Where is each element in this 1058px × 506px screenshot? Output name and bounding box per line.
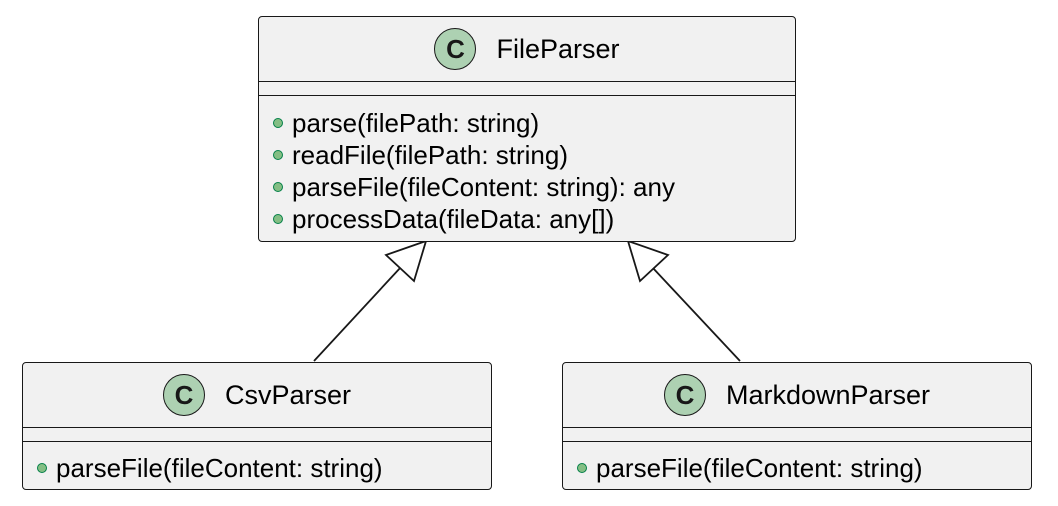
class-stereotype-icon: C [434, 28, 477, 70]
public-method-icon [273, 150, 283, 160]
public-method-icon [273, 182, 283, 192]
fileparser-class[interactable]: C FileParser parse(filePath: string) rea… [258, 16, 796, 242]
attributes-divider [23, 427, 491, 428]
markdownparser-name: MarkdownParser [725, 379, 931, 410]
csvparser-methods: parseFile(fileContent: string) [37, 452, 481, 484]
markdownparser-class[interactable]: C MarkdownParser parseFile(fileContent: … [562, 362, 1032, 490]
markdownparser-inheritance-arrowhead [626, 239, 670, 283]
method-row: parse(filePath: string) [273, 107, 785, 139]
method-signature: parseFile(fileContent: string) [596, 452, 923, 483]
markdownparser-header: C MarkdownParser [563, 363, 1031, 427]
method-signature: readFile(filePath: string) [292, 139, 568, 170]
csvparser-header: C CsvParser [23, 363, 491, 427]
attributes-divider [563, 427, 1031, 428]
csvparser-name: CsvParser [224, 379, 352, 410]
fileparser-name: FileParser [496, 33, 620, 64]
markdownparser-inheritance-line [651, 266, 741, 362]
methods-divider [259, 95, 795, 96]
method-signature: processData(fileData: any[]) [292, 203, 615, 234]
method-signature: parseFile(fileContent: string): any [292, 171, 675, 202]
attributes-divider [259, 81, 795, 82]
csvparser-class[interactable]: C CsvParser parseFile(fileContent: strin… [22, 362, 492, 490]
method-row: readFile(filePath: string) [273, 139, 785, 171]
method-row: processData(fileData: any[]) [273, 203, 785, 235]
public-method-icon [37, 463, 47, 473]
public-method-icon [577, 463, 587, 473]
method-row: parseFile(fileContent: string) [577, 452, 1021, 484]
class-stereotype-icon: C [663, 374, 706, 416]
method-row: parseFile(fileContent: string): any [273, 171, 785, 203]
fileparser-methods: parse(filePath: string) readFile(filePat… [273, 107, 785, 235]
markdownparser-methods: parseFile(fileContent: string) [577, 452, 1021, 484]
csvparser-inheritance-arrowhead [384, 239, 428, 283]
fileparser-header: C FileParser [259, 17, 795, 81]
public-method-icon [273, 214, 283, 224]
public-method-icon [273, 118, 283, 128]
csvparser-inheritance-line [313, 266, 402, 362]
method-signature: parseFile(fileContent: string) [56, 452, 383, 483]
class-stereotype-icon: C [162, 374, 205, 416]
method-row: parseFile(fileContent: string) [37, 452, 481, 484]
methods-divider [563, 441, 1031, 442]
method-signature: parse(filePath: string) [292, 107, 540, 138]
methods-divider [23, 441, 491, 442]
